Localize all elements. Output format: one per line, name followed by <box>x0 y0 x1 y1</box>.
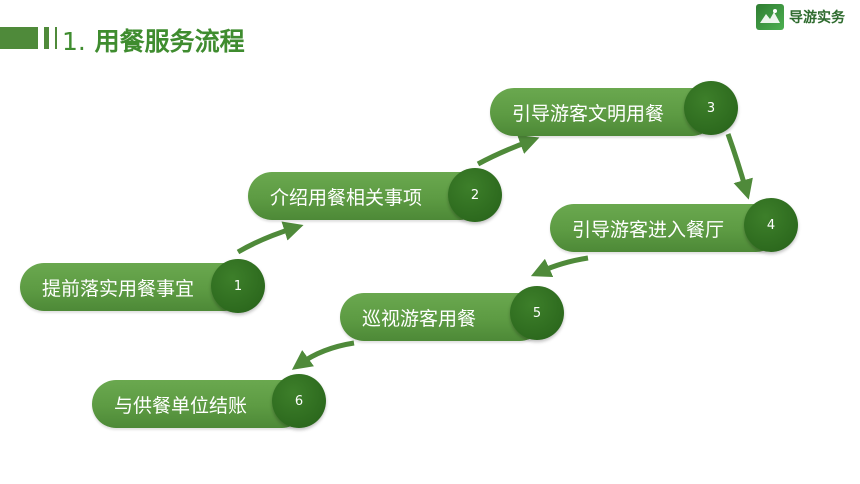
title-accent-bar-3 <box>55 27 57 49</box>
step-2-badge: 2 <box>448 168 502 222</box>
logo: 导游实务 <box>756 4 845 30</box>
arrow-1-to-2 <box>236 221 304 255</box>
page-title: 1. 用餐服务流程 <box>62 22 245 58</box>
step-3-pill: 引导游客文明用餐 <box>490 88 716 136</box>
step-5-badge: 5 <box>510 286 564 340</box>
step-6-badge: 6 <box>272 374 326 428</box>
step-3-number: 3 <box>706 100 716 116</box>
arrow-4-to-5 <box>530 255 589 277</box>
step-6-pill: 与供餐单位结账 <box>92 380 306 428</box>
landscape-logo-icon <box>756 4 784 30</box>
step-2-label: 介绍用餐相关事项 <box>270 186 423 209</box>
step-3-badge: 3 <box>684 81 738 135</box>
logo-text: 导游实务 <box>789 10 845 26</box>
step-2-number: 2 <box>470 187 480 203</box>
title-accent-bar-2 <box>44 27 49 49</box>
title-accent-bar <box>0 27 38 49</box>
arrow-3-to-4 <box>725 133 753 200</box>
title-number: 1. <box>62 27 86 56</box>
step-4-pill: 引导游客进入餐厅 <box>550 204 780 252</box>
arrow-5-to-6 <box>291 340 355 370</box>
step-5-number: 5 <box>532 305 542 321</box>
step-2-pill: 介绍用餐相关事项 <box>248 172 484 220</box>
step-1-number: 1 <box>233 278 243 294</box>
step-4-badge: 4 <box>744 198 798 252</box>
step-5-pill: 巡视游客用餐 <box>340 293 544 341</box>
step-4-number: 4 <box>766 217 776 233</box>
step-1-pill: 提前落实用餐事宜 <box>20 263 248 311</box>
arrow-2-to-3 <box>476 135 540 167</box>
step-1-badge: 1 <box>211 259 265 313</box>
title-text: 用餐服务流程 <box>94 27 245 56</box>
step-5-label: 巡视游客用餐 <box>362 307 477 330</box>
step-6-number: 6 <box>294 393 304 409</box>
step-4-label: 引导游客进入餐厅 <box>572 218 725 241</box>
step-6-label: 与供餐单位结账 <box>114 394 248 417</box>
step-3-label: 引导游客文明用餐 <box>512 102 665 125</box>
step-1-label: 提前落实用餐事宜 <box>42 277 195 300</box>
